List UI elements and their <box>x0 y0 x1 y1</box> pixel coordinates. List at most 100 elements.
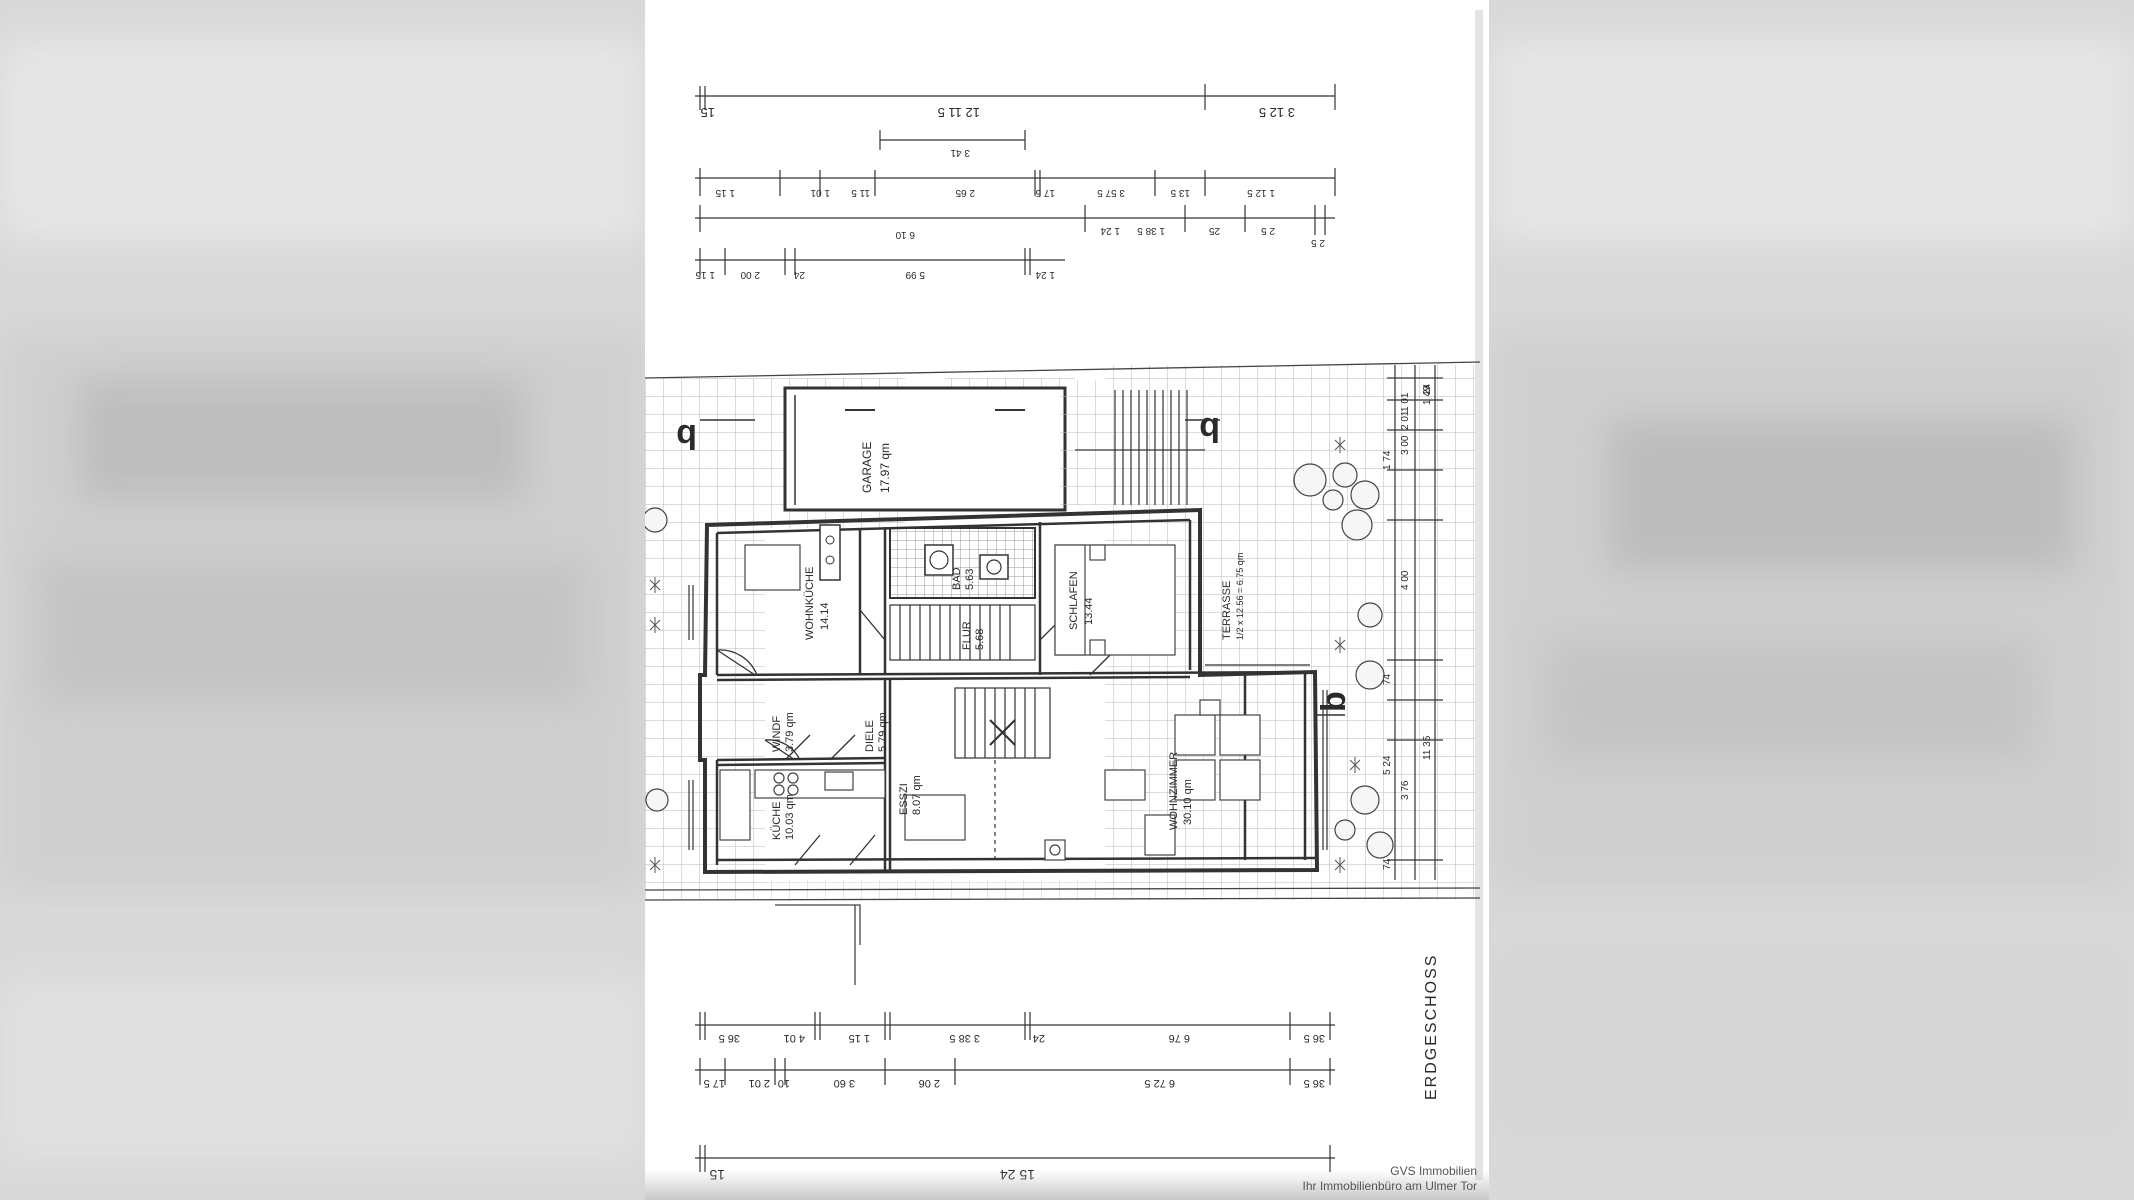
dim-bottom-11: 3 60 <box>834 1077 855 1089</box>
house-inner-walls <box>715 518 1316 870</box>
dim-top-16: 25 <box>1208 225 1220 236</box>
room-bad-name: BAD <box>951 567 963 590</box>
top-dimension-labels: 15 12 11 5 3 12 5 3 41 1 15 1 01 11 5 2 … <box>695 105 1325 280</box>
dim-top-20: 2 00 <box>740 269 760 280</box>
dim-bottom-10: 10 <box>778 1077 790 1089</box>
section-mark-1: b <box>676 417 697 455</box>
floor-label: ERDGESCHOSS <box>1423 954 1440 1100</box>
dim-right-10: 3 76 <box>1400 780 1411 800</box>
room-flur-area: 5.68 <box>974 629 986 650</box>
dim-top-19: 1 15 <box>695 269 715 280</box>
room-esszi-area: 8.07 qm <box>911 775 923 815</box>
garage: GARAGE 17.97 qm <box>783 386 1067 512</box>
dim-bottom-15: 15 <box>709 1167 725 1183</box>
dim-bottom-2: 4 01 <box>784 1032 805 1044</box>
room-wohnzimmer-area: 30.10 qm <box>1182 779 1194 825</box>
dim-top-18: 2 5 <box>1311 237 1325 248</box>
room-bad-area: 5.63 <box>964 569 976 590</box>
garage-name: GARAGE <box>860 442 874 493</box>
floor-plan-drawing: 15 12 11 5 3 12 5 3 41 1 15 1 01 11 5 2 … <box>645 10 1483 1183</box>
room-diele-area: 5.79 qm <box>877 712 889 752</box>
garden-plants <box>649 437 1361 873</box>
site-boundary <box>645 361 1481 985</box>
dim-right-11: 11 35 <box>1422 735 1433 760</box>
dim-right-7: 4 00 <box>1400 570 1411 590</box>
dim-top-10: 3 57 5 <box>1097 187 1125 198</box>
dim-bottom-1: 36 5 <box>719 1032 740 1044</box>
room-schlafen-area: 13.44 <box>1083 597 1095 625</box>
dim-top-12: 1 12 5 <box>1247 187 1275 198</box>
house-outer-walls <box>698 507 1320 875</box>
dim-top-5: 1 15 <box>715 187 735 198</box>
room-windf-area: 3.79 qm <box>784 712 796 752</box>
furniture <box>719 544 1261 861</box>
dim-bottom-3: 1 15 <box>849 1032 870 1044</box>
dim-top-14: 1 38 5 <box>1137 225 1165 236</box>
bottom-dimension-labels: 36 5 4 01 1 15 3 38 5 24 6 76 36 5 17 5 … <box>704 1032 1325 1183</box>
dim-bottom-4: 3 38 5 <box>949 1032 980 1044</box>
dim-right-5: 3 00 <box>1400 435 1411 455</box>
exterior-stair <box>1060 380 1205 505</box>
room-windf-name: WINDF <box>771 716 783 752</box>
dim-top-17: 2 5 <box>1261 225 1275 236</box>
dim-top-2: 12 11 5 <box>938 105 980 120</box>
room-flur-name: FLUR <box>961 621 973 650</box>
dim-top-15: 1 24 <box>1100 225 1120 236</box>
garden-shrubs <box>645 462 1394 859</box>
watermark-tagline: Ihr Immobilienbüro am Ulmer Tor <box>1302 1179 1478 1193</box>
garage-area: 17.97 qm <box>878 443 892 493</box>
watermark-company: GVS Immobilien <box>1390 1164 1477 1178</box>
dim-bottom-12: 2 06 <box>919 1077 940 1089</box>
dim-right-8: 74 <box>1382 673 1393 685</box>
dim-bottom-7: 36 5 <box>1304 1032 1325 1044</box>
dim-top-22: 5 99 <box>905 269 925 280</box>
dim-right-6: 1 74 <box>1382 450 1393 470</box>
dim-top-6: 1 01 <box>810 187 830 198</box>
bath-block <box>819 524 1036 599</box>
dim-top-4: 3 41 <box>950 147 970 158</box>
dim-bottom-5: 24 <box>1033 1032 1045 1044</box>
section-mark-3: b <box>1315 691 1353 712</box>
room-wohnkueche-name: WOHNKÜCHE <box>804 567 816 640</box>
dim-right-1: 1 49 <box>1422 385 1433 405</box>
room-schlafen-name: SCHLAFEN <box>1068 571 1080 630</box>
dim-top-8: 2 65 <box>955 187 975 198</box>
dim-top-23: 1 24 <box>1035 269 1055 280</box>
scan-edge <box>1475 10 1483 1180</box>
blurred-background-left <box>0 0 645 1200</box>
dim-bottom-6: 6 76 <box>1169 1032 1190 1044</box>
dim-top-11: 13 5 <box>1170 187 1190 198</box>
dim-top-9: 17 5 <box>1035 187 1055 198</box>
interior-stair <box>889 604 1051 860</box>
right-dimension-lines <box>1387 365 1443 880</box>
room-wohnkueche-area: 14.14 <box>819 602 831 630</box>
dim-bottom-13: 6 72 5 <box>1144 1077 1175 1089</box>
room-terrasse-name: TERRASSE <box>1221 581 1233 640</box>
dim-top-13: 6 10 <box>895 229 915 240</box>
dim-right-9: 5 24 <box>1382 755 1393 775</box>
dim-top-1: 15 <box>701 105 715 120</box>
room-diele-name: DIELE <box>864 720 876 752</box>
windows <box>688 585 1328 850</box>
dim-bottom-8: 17 5 <box>704 1077 725 1089</box>
section-mark-2: b <box>1199 410 1220 448</box>
dim-bottom-16: 15 24 <box>1000 1167 1035 1183</box>
bottom-dimension-chains <box>695 1012 1335 1172</box>
watermark: GVS Immobilien Ihr Immobilienbüro am Ulm… <box>1303 1164 1478 1194</box>
room-wohnzimmer-name: WOHNZIMMER <box>1168 752 1180 830</box>
dim-bottom-9: 2 01 <box>749 1077 770 1089</box>
right-dimension-labels: 1 49 1 01 2 01 24 3 00 1 74 4 00 74 5 24… <box>1382 383 1433 870</box>
room-kueche-name: KÜCHE <box>771 801 783 840</box>
section-lines <box>700 419 1345 716</box>
dim-right-12: 74 <box>1382 858 1393 870</box>
dim-right-2: 1 01 <box>1400 392 1411 412</box>
room-kueche-area: 10.03 qm <box>784 794 796 840</box>
room-terrasse-area: 1/2 x 12.56 = 6.75 qm <box>1235 553 1245 640</box>
room-esszi-name: ESSZI <box>898 783 910 815</box>
floor-plan-sheet: 15 12 11 5 3 12 5 3 41 1 15 1 01 11 5 2 … <box>645 0 1489 1200</box>
dim-bottom-14: 36 5 <box>1304 1077 1325 1089</box>
dim-right-3: 2 01 <box>1400 410 1411 430</box>
dim-top-3: 3 12 5 <box>1259 105 1295 120</box>
dim-top-21: 24 <box>793 269 805 280</box>
dim-right-4: 24 <box>1422 383 1433 395</box>
